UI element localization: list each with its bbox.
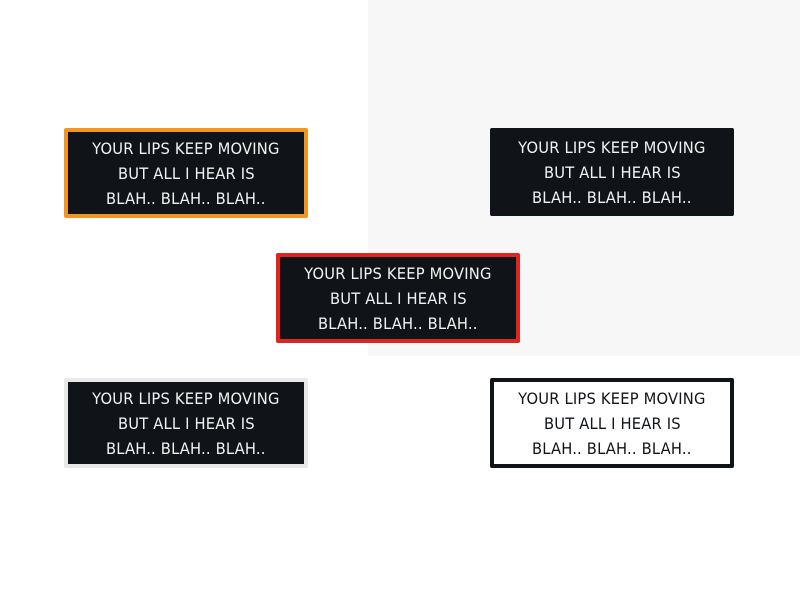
patch-line-1: YOUR LIPS KEEP MOVING [518, 388, 706, 408]
patch-line-3: BLAH.. BLAH.. BLAH.. [106, 438, 266, 458]
patch-black-border: YOUR LIPS KEEP MOVING BUT ALL I HEAR IS … [490, 128, 734, 216]
patch-line-3: BLAH.. BLAH.. BLAH.. [532, 438, 692, 458]
patch-line-3: BLAH.. BLAH.. BLAH.. [318, 313, 478, 333]
patch-line-2: BUT ALL I HEAR IS [117, 413, 255, 433]
patch-white-border: YOUR LIPS KEEP MOVING BUT ALL I HEAR IS … [64, 378, 308, 468]
patch-line-2: BUT ALL I HEAR IS [543, 413, 681, 433]
patch-orange-border: YOUR LIPS KEEP MOVING BUT ALL I HEAR IS … [64, 128, 308, 218]
patch-line-1: YOUR LIPS KEEP MOVING [518, 137, 706, 157]
patch-line-3: BLAH.. BLAH.. BLAH.. [106, 188, 266, 208]
patch-line-2: BUT ALL I HEAR IS [329, 288, 467, 308]
patch-line-1: YOUR LIPS KEEP MOVING [304, 263, 492, 283]
patch-line-3: BLAH.. BLAH.. BLAH.. [532, 187, 692, 207]
patch-line-1: YOUR LIPS KEEP MOVING [92, 138, 280, 158]
patch-line-2: BUT ALL I HEAR IS [543, 162, 681, 182]
patch-line-2: BUT ALL I HEAR IS [117, 163, 255, 183]
patch-red-border: YOUR LIPS KEEP MOVING BUT ALL I HEAR IS … [276, 253, 520, 343]
patch-line-1: YOUR LIPS KEEP MOVING [92, 388, 280, 408]
patch-white-background: YOUR LIPS KEEP MOVING BUT ALL I HEAR IS … [490, 378, 734, 468]
